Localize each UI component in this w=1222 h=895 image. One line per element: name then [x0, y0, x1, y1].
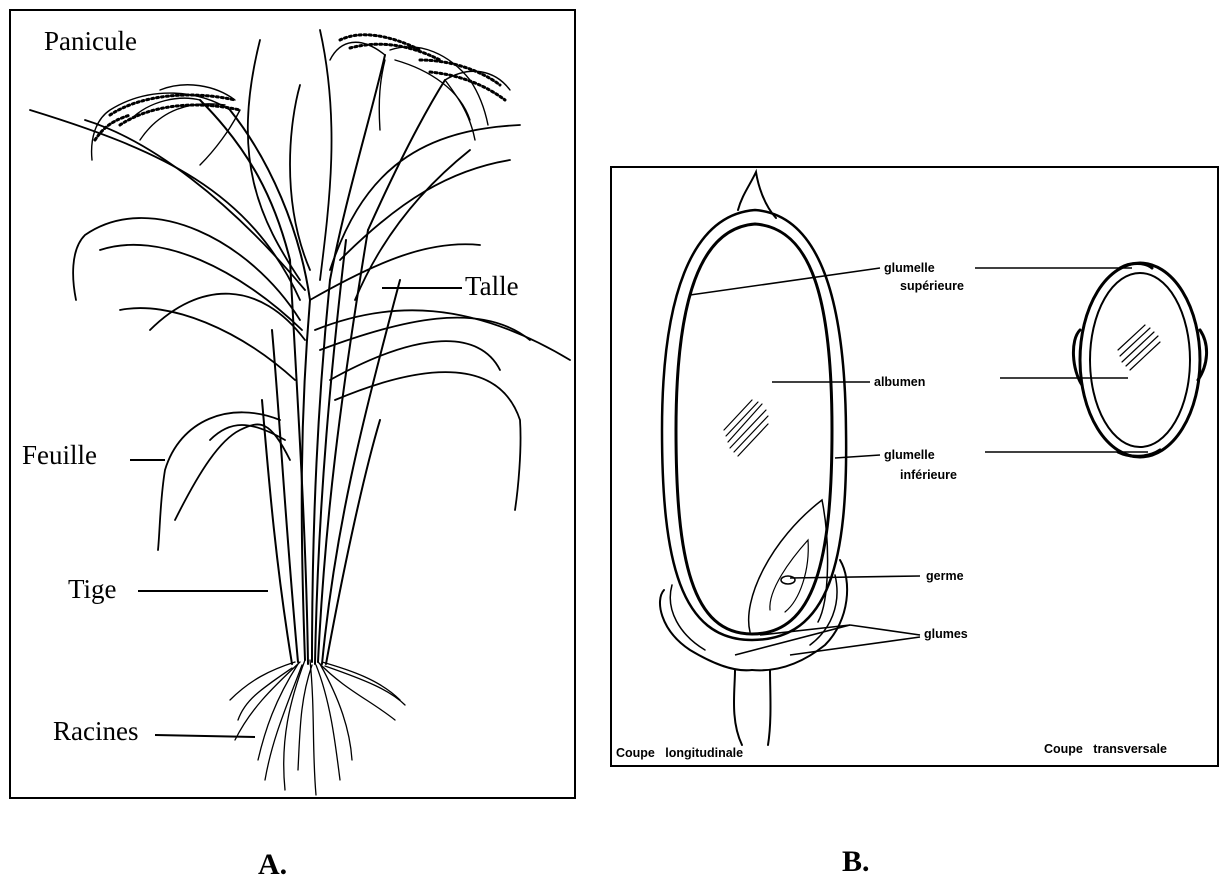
label-glumelle-superieure-2: supérieure	[900, 279, 964, 293]
label-talle: Talle	[465, 271, 519, 301]
label-glumelle-superieure-1: glumelle	[884, 261, 935, 275]
label-tige: Tige	[68, 574, 117, 604]
label-feuille: Feuille	[22, 440, 97, 470]
transverse-section-illustration	[1073, 263, 1206, 457]
label-panicule: Panicule	[44, 26, 137, 56]
label-glumelle-inferieure-2: inférieure	[900, 468, 957, 482]
label-racines: Racines	[53, 716, 138, 746]
caption-a: A.	[258, 848, 287, 882]
rice-plant-illustration	[30, 30, 570, 795]
longitudinal-section-illustration	[660, 172, 847, 745]
label-albumen: albumen	[874, 375, 925, 389]
panel-a: Panicule Talle Feuille Tige Racines	[10, 10, 575, 798]
label-glumelle-inferieure-1: glumelle	[884, 448, 935, 462]
caption-b: B.	[842, 845, 870, 879]
label-glumes: glumes	[924, 627, 968, 641]
label-germe: germe	[926, 569, 964, 583]
label-coupe-transversale: Coupe transversale	[1044, 742, 1167, 756]
panel-b-frame	[611, 167, 1218, 766]
label-coupe-longitudinale: Coupe longitudinale	[616, 746, 743, 760]
panel-b: glumelle supérieure albumen glumelle inf…	[611, 167, 1218, 766]
